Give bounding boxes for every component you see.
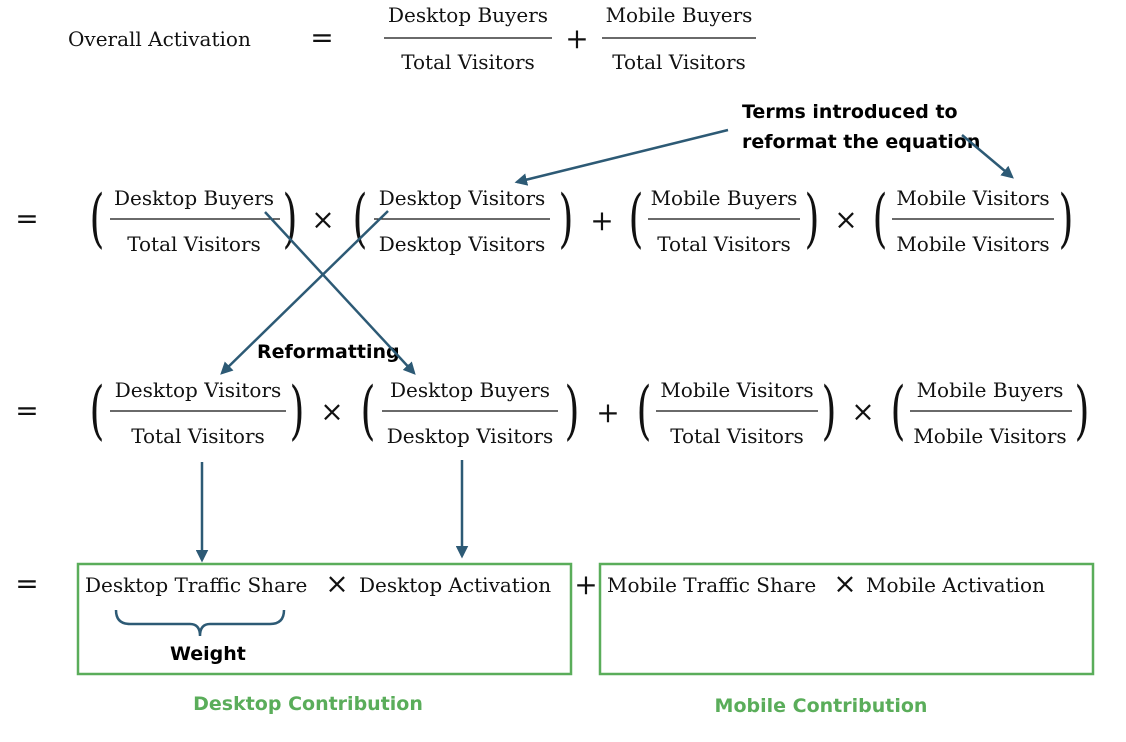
equals-sign: = (15, 394, 38, 427)
times-sign: × (834, 203, 857, 236)
right-parenthesis: ) (565, 374, 580, 448)
fraction-denominator: Total Visitors (401, 50, 535, 74)
fraction-denominator: Desktop Visitors (379, 232, 546, 256)
fraction-numerator: Mobile Visitors (896, 186, 1049, 210)
equals-sign: = (15, 202, 38, 235)
terms-note-line-2: reformat the equation (742, 131, 980, 153)
fraction-denominator: Mobile Visitors (913, 424, 1066, 448)
fraction-numerator: Desktop Buyers (390, 378, 550, 402)
mobile-contribution-caption: Mobile Contribution (715, 695, 928, 717)
fraction-denominator: Mobile Visitors (896, 232, 1049, 256)
annotations: Terms introduced to reformat the equatio… (170, 101, 980, 717)
right-parenthesis: ) (805, 182, 820, 256)
desktop-activation-label: Desktop Activation (359, 573, 551, 597)
fraction-denominator: Total Visitors (127, 232, 261, 256)
equals-sign: = (310, 21, 333, 54)
plus-sign: + (565, 22, 588, 55)
equals-sign: = (15, 567, 38, 600)
mobile-contribution-box (598, 562, 1095, 676)
equation-row-2: = ( Desktop Buyers Total Visitors ) × ( … (15, 182, 1073, 256)
left-parenthesis: ( (629, 182, 644, 256)
fraction-numerator: Mobile Buyers (606, 3, 753, 27)
left-parenthesis: ( (90, 374, 105, 448)
weight-brace (114, 609, 286, 637)
right-parenthesis: ) (283, 182, 298, 256)
fraction-denominator: Desktop Visitors (387, 424, 554, 448)
arrows (195, 128, 1014, 563)
left-parenthesis: ( (361, 374, 376, 448)
left-parenthesis: ( (637, 374, 652, 448)
equation-row-1: Overall Activation = Desktop Buyers Tota… (68, 3, 756, 74)
equation-row-3: = ( Desktop Visitors Total Visitors ) × … (15, 374, 1089, 448)
desktop-contribution-caption: Desktop Contribution (193, 693, 423, 715)
times-sign: × (851, 395, 874, 428)
times-sign: × (320, 395, 343, 428)
right-parenthesis: ) (1075, 374, 1090, 448)
fraction-denominator: Total Visitors (131, 424, 265, 448)
fraction-numerator: Desktop Buyers (388, 3, 548, 27)
fraction-denominator: Total Visitors (612, 50, 746, 74)
left-parenthesis: ( (353, 182, 368, 256)
plus-sign: + (596, 396, 619, 429)
equation-row-4: = Desktop Traffic Share × Desktop Activa… (15, 562, 1095, 676)
right-parenthesis: ) (822, 374, 837, 448)
plus-sign: + (574, 568, 597, 601)
times-sign: × (325, 567, 348, 600)
left-parenthesis: ( (873, 182, 888, 256)
fraction-numerator: Desktop Buyers (114, 186, 274, 210)
fraction-numerator: Mobile Visitors (660, 378, 813, 402)
left-parenthesis: ( (891, 374, 906, 448)
right-parenthesis: ) (559, 182, 574, 256)
fraction-denominator: Total Visitors (670, 424, 804, 448)
fraction-denominator: Total Visitors (657, 232, 791, 256)
plus-sign: + (590, 204, 613, 237)
fraction-numerator: Mobile Buyers (651, 186, 798, 210)
right-parenthesis: ) (1059, 182, 1074, 256)
right-parenthesis: ) (290, 374, 305, 448)
times-sign: × (311, 203, 334, 236)
reformat-arrow-buyers (264, 211, 416, 375)
times-sign: × (833, 567, 856, 600)
terms-arrow-right (961, 134, 1014, 179)
terms-note-line-1: Terms introduced to (742, 101, 958, 123)
mobile-traffic-share-label: Mobile Traffic Share (607, 573, 816, 597)
fraction-numerator: Desktop Visitors (379, 186, 546, 210)
desktop-traffic-share-label: Desktop Traffic Share (85, 573, 307, 597)
overall-activation-label: Overall Activation (68, 27, 251, 51)
reformatting-note: Reformatting (257, 341, 400, 363)
fraction-numerator: Desktop Visitors (115, 378, 282, 402)
fraction-numerator: Mobile Buyers (917, 378, 1064, 402)
terms-arrow-left (514, 128, 729, 186)
mobile-activation-label: Mobile Activation (866, 573, 1045, 597)
reformat-arrow-visitors (220, 210, 389, 375)
desktop-contribution-box (76, 562, 573, 676)
weight-note: Weight (170, 643, 246, 665)
left-parenthesis: ( (90, 182, 105, 256)
